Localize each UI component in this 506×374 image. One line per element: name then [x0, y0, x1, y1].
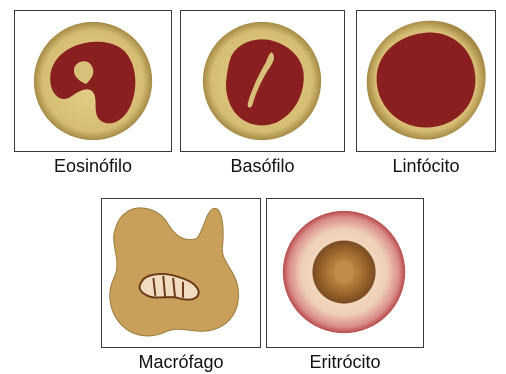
macrophage-illustration [102, 199, 260, 347]
eosinophil-panel [14, 10, 172, 152]
lymphocyte-label: Linfócito [356, 156, 496, 176]
macrophage-label: Macrófago [101, 352, 261, 372]
lymphocyte-nucleus [377, 33, 476, 128]
macrophage-panel [101, 198, 261, 348]
eosinophil-illustration [15, 11, 171, 151]
basophil-panel [180, 10, 345, 152]
lymphocyte-illustration [357, 11, 495, 151]
basophil-illustration [181, 11, 344, 151]
lymphocyte-panel [356, 10, 496, 152]
basophil-label: Basófilo [180, 156, 345, 176]
macrophage-body [110, 208, 239, 336]
erythrocyte-label: Eritrócito [266, 352, 424, 372]
eosinophil-label: Eosinófilo [14, 156, 172, 176]
erythrocyte-illustration [267, 199, 423, 347]
erythrocyte-panel [266, 198, 424, 348]
